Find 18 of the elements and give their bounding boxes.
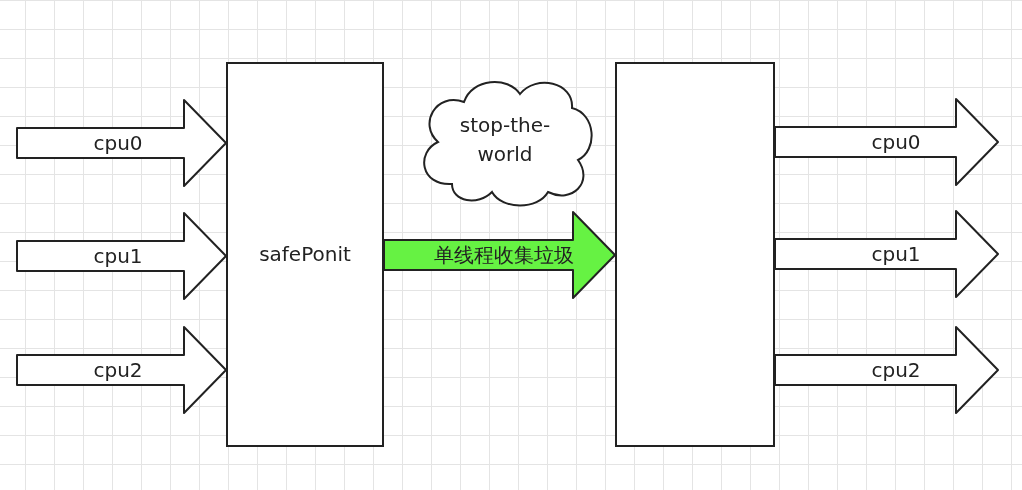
edge-label: cpu2	[93, 358, 143, 382]
edge-label: 单线程收集垃圾	[434, 241, 574, 269]
edge-label: cpu1	[871, 242, 921, 266]
empty-box	[615, 62, 775, 447]
block-arrow	[774, 326, 999, 414]
edge-label: cpu2	[871, 358, 921, 382]
block-arrow	[16, 326, 227, 414]
node-label: safePonit	[259, 241, 351, 268]
block-arrow	[774, 210, 999, 298]
process-box	[226, 62, 384, 447]
block-arrow	[16, 99, 227, 187]
edge-label: cpu0	[871, 130, 921, 154]
node-label: stop-the-world	[458, 112, 552, 168]
block-arrow	[774, 98, 999, 186]
block-arrow	[383, 211, 616, 299]
block-arrow	[16, 212, 227, 300]
edge-label: cpu0	[93, 131, 143, 155]
edge-label: cpu1	[93, 244, 143, 268]
